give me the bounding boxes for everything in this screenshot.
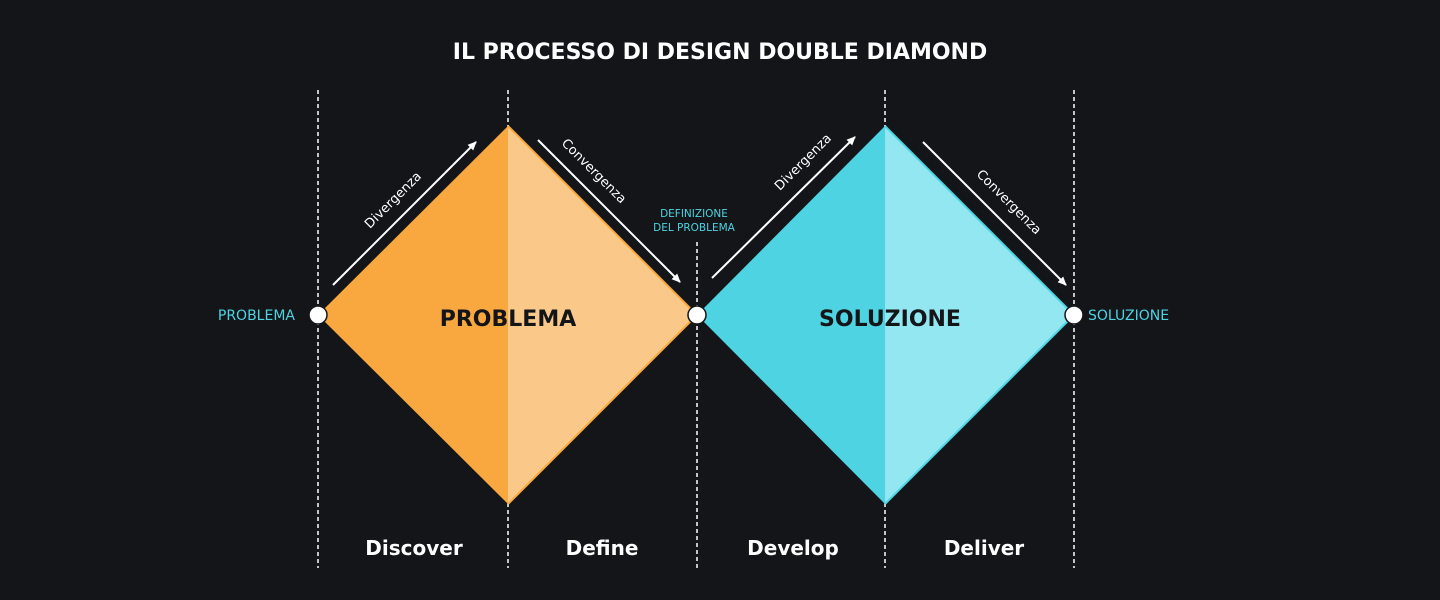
phase-develop: Develop [747, 536, 839, 560]
phase-discover: Discover [365, 536, 463, 560]
divergence-arrow-2 [711, 136, 856, 279]
diamond-solution-label: SOLUZIONE [819, 307, 961, 332]
start-node [308, 305, 328, 325]
problem-definition-line1: DEFINIZIONE [660, 208, 728, 220]
diamond-problem-right-half [508, 126, 697, 504]
middle-node [687, 305, 707, 325]
diagram-title: IL PROCESSO DI DESIGN DOUBLE DIAMOND [453, 40, 987, 65]
problem-definition-line2: DEL PROBLEMA [653, 222, 736, 234]
end-node [1064, 305, 1084, 325]
phase-deliver: Deliver [944, 536, 1024, 560]
convergence-arrow-1 [537, 139, 681, 283]
diamond-problem-label: PROBLEMA [440, 307, 577, 332]
diamond-solution-left-half [697, 126, 885, 504]
divergence-label-2: Divergenza [772, 131, 835, 194]
diamond-solution-right-half [885, 126, 1074, 504]
end-label: SOLUZIONE [1088, 308, 1169, 324]
phase-define: Define [566, 536, 639, 560]
divergence-arrow-1 [332, 141, 477, 286]
diamond-problem-left-half [318, 126, 508, 504]
convergence-arrow-2 [922, 141, 1067, 286]
start-label: PROBLEMA [218, 308, 296, 324]
